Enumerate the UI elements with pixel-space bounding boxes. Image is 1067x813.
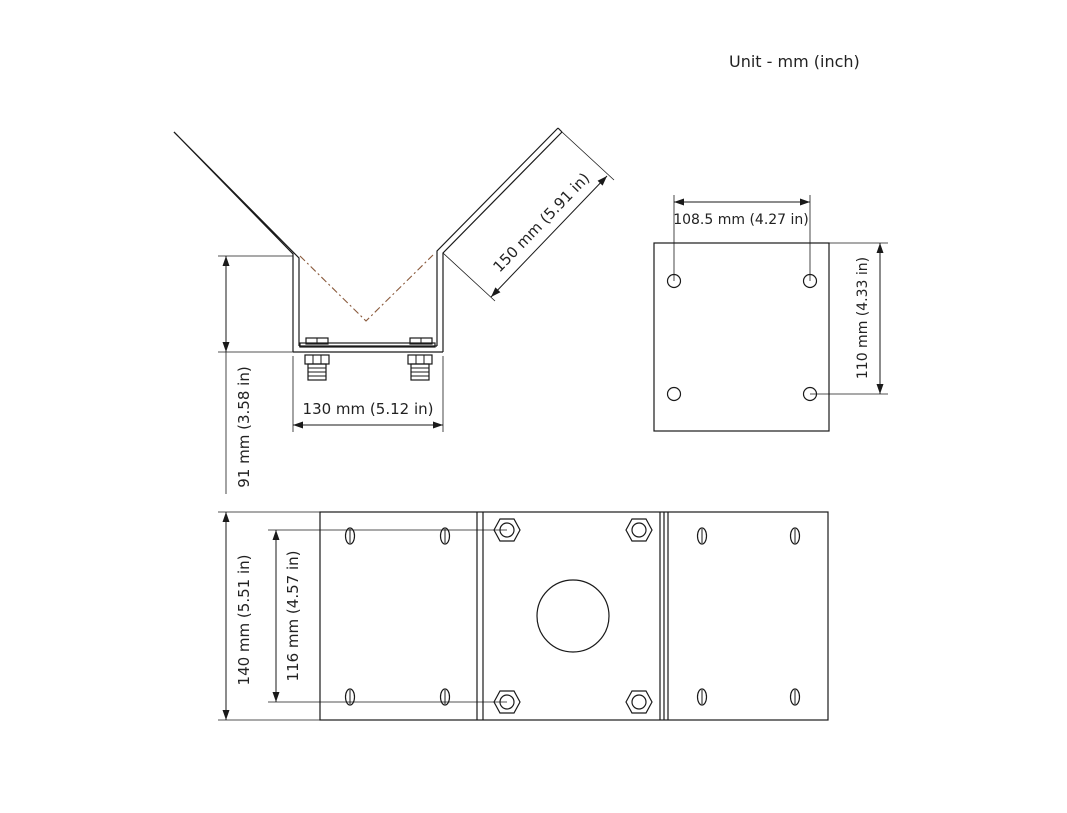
dim-label-140: 140 mm (5.51 in): [235, 555, 253, 686]
mounting-slot: [439, 688, 451, 706]
mounting-plate: [653, 242, 830, 432]
pole-hidden-line: [299, 254, 434, 322]
clamp-plate: [299, 342, 436, 348]
mounting-slot: [344, 527, 356, 545]
bracket-body: [319, 511, 829, 721]
unit-label: Unit - mm (inch): [729, 52, 860, 71]
plate-view: 108.5 mm (4.27 in) 110 mm (4.33 in): [653, 195, 888, 432]
nut-left: [304, 354, 330, 381]
mounting-slot: [789, 527, 801, 545]
mounting-slot: [789, 688, 801, 706]
side-view: 150 mm (5.91 in) 91 mm (3.58 in) 130 mm …: [173, 127, 615, 494]
mounting-slot: [344, 688, 356, 706]
hex-nut: [625, 518, 653, 542]
mount-hole: [666, 386, 682, 402]
dim-line-150: [490, 175, 608, 298]
nut-right: [407, 354, 433, 381]
dim-label-110: 110 mm (4.33 in): [855, 257, 871, 379]
mounting-slot: [696, 688, 708, 706]
dim-label-130: 130 mm (5.12 in): [303, 400, 434, 418]
mounting-slot: [696, 527, 708, 545]
dim-label-150: 150 mm (5.91 in): [489, 169, 593, 276]
dim-label-108-5: 108.5 mm (4.27 in): [673, 212, 809, 228]
dim-label-116: 116 mm (4.57 in): [284, 551, 302, 682]
mounting-slot: [439, 527, 451, 545]
bracket-base: [293, 345, 443, 353]
dim-label-91: 91 mm (3.58 in): [235, 366, 253, 487]
hex-nut: [625, 690, 653, 714]
center-hole: [536, 579, 610, 653]
bracket-right-wing: [436, 127, 563, 352]
bracket-left-wing: [173, 131, 300, 352]
bottom-view: 140 mm (5.51 in) 116 mm (4.57 in): [218, 511, 829, 721]
